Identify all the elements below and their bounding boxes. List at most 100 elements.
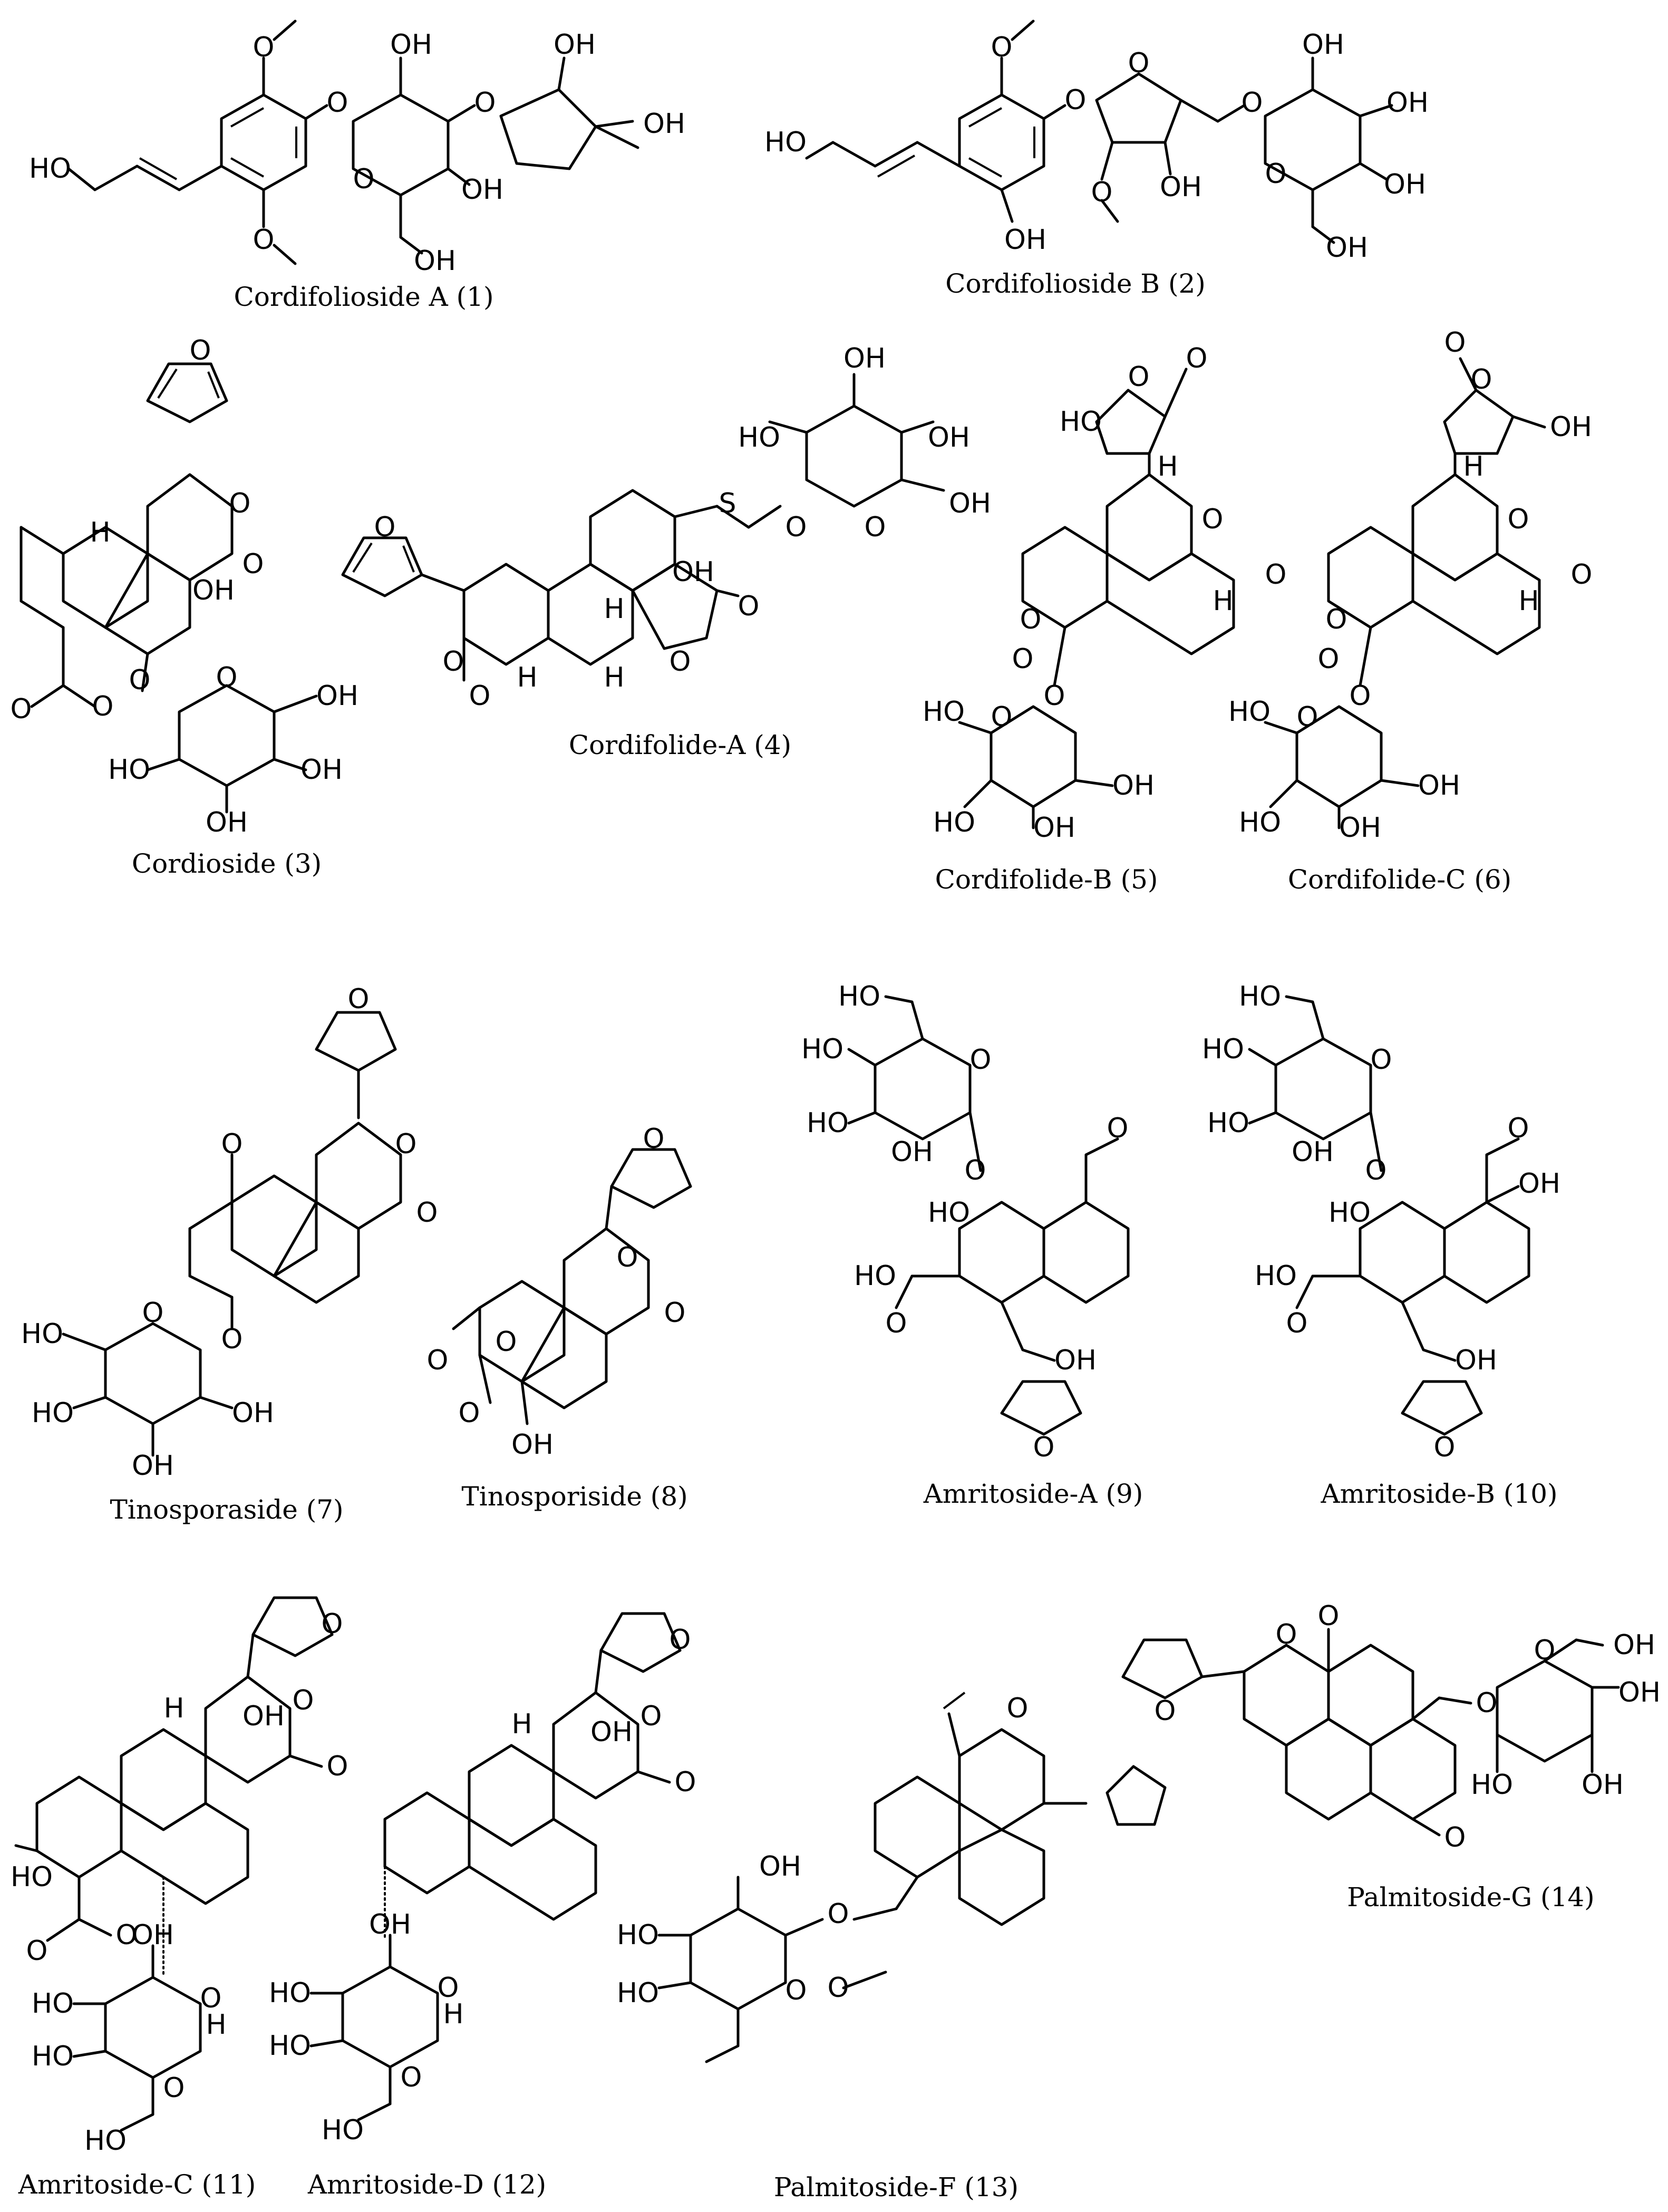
atom-label: O — [322, 1608, 343, 1640]
compound-6-atoms: O O OH H O O O H O O HO O OH HO OH — [1228, 327, 1592, 844]
atom-label: O — [675, 1766, 696, 1798]
compound-caption: Amritoside-B (10) — [1320, 1479, 1557, 1509]
atom-label: O — [1350, 680, 1371, 712]
atom-label: OH — [928, 422, 970, 453]
atom-label: O — [886, 1308, 907, 1339]
atom-label: OH — [1550, 411, 1592, 443]
atom-label: O — [828, 1898, 849, 1930]
atom-label: O — [221, 1128, 243, 1160]
compound-caption: Cordifolioside A (1) — [234, 282, 494, 312]
atom-label: O — [395, 1128, 417, 1160]
atom-label: O — [1534, 1635, 1556, 1666]
atom-label: O — [1128, 361, 1150, 393]
atom-label: O — [253, 224, 275, 256]
atom-label: OH — [232, 1397, 274, 1429]
atom-label: O — [353, 163, 375, 195]
atom-label: O — [116, 1919, 138, 1951]
atom-label: HO — [1207, 1107, 1249, 1139]
atom-label: H — [90, 517, 110, 548]
compound-3 — [20, 362, 318, 814]
atom-label: OH — [300, 754, 343, 786]
atom-label: HO — [807, 1107, 849, 1139]
atom-label: OH — [1112, 770, 1155, 801]
atom-label: H — [1157, 451, 1178, 482]
compound-13 — [657, 1692, 1167, 2063]
atom-label: O — [374, 511, 396, 543]
atom-label: OH — [1326, 232, 1368, 264]
atom-label: O — [327, 1751, 348, 1782]
atom-label: O — [92, 691, 114, 722]
atom-label: HO — [617, 1977, 659, 2009]
atom-label: OH — [192, 575, 235, 606]
atom-label: O — [1265, 158, 1287, 190]
atom-label: O — [1571, 559, 1593, 591]
atom-label: O — [1508, 504, 1529, 535]
compound-1-atoms: HO O O O OH O O OH OH OH OH — [29, 29, 685, 277]
atom-label: O — [416, 1197, 438, 1229]
atom-label: O — [229, 488, 251, 519]
atom-label: OH — [414, 245, 456, 277]
atom-label: OH — [643, 108, 685, 140]
compound-caption: Amritoside-C (11) — [18, 2169, 256, 2200]
atom-label: O — [348, 983, 370, 1015]
atom-label: H — [511, 1708, 532, 1740]
atom-label: O — [1318, 643, 1340, 675]
atom-label: OH — [554, 29, 596, 61]
atom-label: OH — [132, 1919, 174, 1951]
atom-label: HO — [933, 807, 975, 838]
atom-label: O — [200, 1983, 222, 2014]
compound-13-atoms: O OH O HO HO O O — [617, 1693, 1028, 2009]
atom-label: H — [1213, 585, 1233, 617]
atom-label: OH — [759, 1851, 801, 1882]
atom-label: O — [1371, 1044, 1392, 1076]
atom-label: O — [1434, 1432, 1456, 1463]
atom-label: O — [1128, 47, 1150, 79]
compound-3-atoms: O H O O OH O O O O OH HO OH OH — [11, 335, 358, 838]
atom-label: HO — [322, 2114, 364, 2146]
atom-label: O — [474, 87, 496, 119]
atom-label: OH — [206, 807, 248, 838]
compound-2-atoms: HO O O O OH O OH O OH OH OH O OH — [764, 29, 1429, 264]
atom-label: OH — [1455, 1345, 1497, 1376]
compound-caption: Tinosporiside (8) — [461, 1481, 687, 1512]
atom-label: HO — [617, 1919, 659, 1951]
atom-label: HO — [764, 127, 807, 158]
atom-label: OH — [1582, 1769, 1624, 1801]
atom-label: HO — [108, 754, 150, 786]
atom-label: HO — [1255, 1260, 1297, 1292]
atom-label: O — [293, 1685, 314, 1716]
compound-10 — [1248, 995, 1530, 1436]
atom-label: OH — [949, 488, 991, 519]
atom-label: OH — [1618, 1677, 1661, 1708]
atom-label: O — [991, 701, 1013, 733]
atom-label: O — [670, 646, 691, 678]
atom-label: HO — [32, 1988, 74, 2020]
atom-label: OH — [461, 174, 503, 206]
compound-4 — [341, 373, 945, 682]
compound-12-atoms: O H OH O O OH HO O H HO O HO — [269, 1624, 696, 2146]
atom-label: O — [163, 2072, 185, 2104]
atom-label: HO — [923, 696, 965, 728]
atom-label: O — [965, 1155, 986, 1186]
compound-7-atoms: O O O O O HO O HO OH OH — [21, 983, 438, 1482]
atom-label: H — [1518, 585, 1539, 617]
atom-label: O — [327, 87, 348, 119]
compound-14 — [1121, 1628, 1620, 1837]
atom-label: O — [216, 662, 238, 693]
compound-caption: Cordifolide-C (6) — [1288, 864, 1511, 895]
atom-label: O — [438, 1972, 459, 2004]
atom-label: H — [517, 662, 537, 693]
atom-label: O — [1012, 643, 1034, 675]
atom-label: O — [643, 1123, 665, 1155]
atom-label: O — [1444, 327, 1466, 359]
atom-label: O — [1476, 1687, 1498, 1719]
atom-label: O — [427, 1345, 449, 1376]
atom-label: OH — [132, 1450, 174, 1482]
atom-label: O — [401, 2062, 422, 2093]
atom-label: OH — [316, 680, 358, 712]
atom-label: O — [253, 32, 275, 63]
atom-label: OH — [1054, 1345, 1097, 1376]
atom-label: HO — [32, 1397, 74, 1429]
atom-label: OH — [390, 29, 432, 61]
atom-label: O — [664, 1297, 686, 1329]
